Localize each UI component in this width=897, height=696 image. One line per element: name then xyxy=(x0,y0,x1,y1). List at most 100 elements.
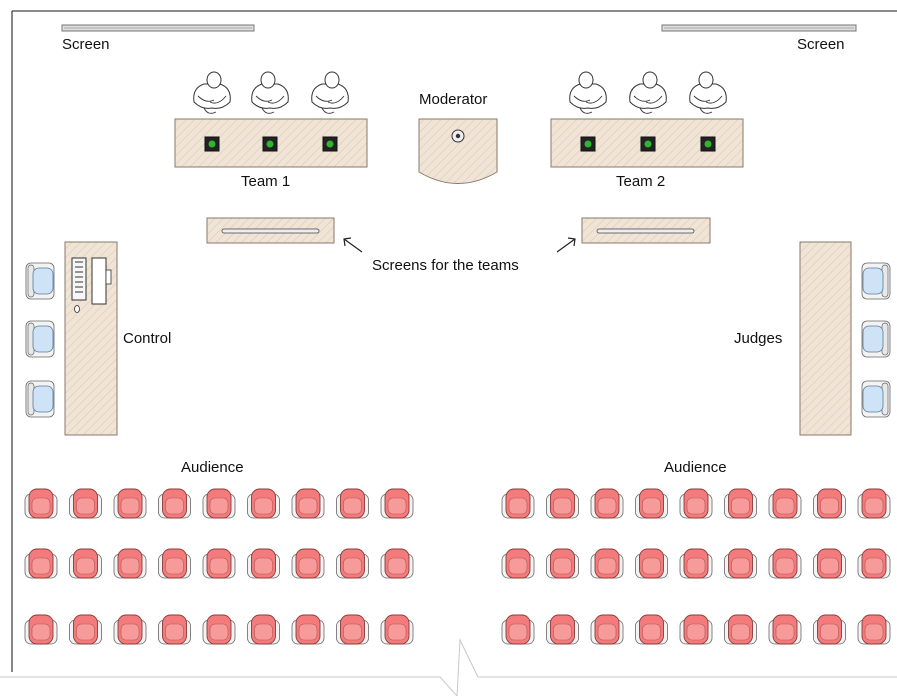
audience-seat xyxy=(291,548,325,579)
team2-buzzer-icon xyxy=(700,136,716,152)
control-label: Control xyxy=(123,330,172,347)
team-screen-right xyxy=(581,217,711,244)
team2-person-icon xyxy=(689,71,727,114)
audience-seat xyxy=(247,548,280,579)
audience-seat xyxy=(768,488,802,519)
moderator-microphone-icon xyxy=(451,129,465,143)
team2-people xyxy=(569,71,727,114)
audience-seat xyxy=(380,548,414,579)
audience-seat xyxy=(501,548,535,579)
control-chair-icon xyxy=(25,380,55,418)
control-computer-icon xyxy=(71,257,112,313)
audience-seat xyxy=(590,548,624,579)
team1-buzzers xyxy=(204,136,338,152)
audience-seat xyxy=(24,488,58,519)
audience-seating-right xyxy=(501,488,891,645)
audience-seat xyxy=(546,614,579,645)
audience-seat xyxy=(635,548,668,579)
audience-seat xyxy=(635,488,668,519)
audience-seat xyxy=(336,488,369,519)
team1-label: Team 1 xyxy=(241,173,291,190)
team2-buzzer-icon xyxy=(580,136,596,152)
audience-seat xyxy=(158,548,191,579)
audience-seat xyxy=(857,548,891,579)
audience-seat xyxy=(247,488,280,519)
audience-seat xyxy=(724,548,757,579)
audience-seat xyxy=(635,614,668,645)
team1-buzzer-icon xyxy=(322,136,338,152)
team2-label: Team 2 xyxy=(616,173,666,190)
audience-left-label: Audience xyxy=(181,459,244,476)
projection-screen-right xyxy=(661,24,857,32)
audience-seat xyxy=(24,614,58,645)
team1-buzzer-icon xyxy=(204,136,220,152)
team1-people xyxy=(193,71,349,114)
audience-seat xyxy=(768,614,802,645)
control-chair-icon xyxy=(25,320,55,358)
team1-person-icon xyxy=(311,71,349,114)
control-chairs xyxy=(25,262,55,418)
audience-seat xyxy=(590,614,624,645)
audience-seat xyxy=(679,548,713,579)
team-screen-left xyxy=(206,217,335,244)
team1-person-icon xyxy=(193,71,231,114)
judges-chair-icon xyxy=(861,262,891,300)
projection-screen-left xyxy=(61,24,255,32)
audience-seat xyxy=(158,614,191,645)
audience-seat xyxy=(590,488,624,519)
team2-buzzers xyxy=(580,136,716,152)
audience-seat xyxy=(546,488,579,519)
judges-chair-icon xyxy=(861,380,891,418)
audience-seat xyxy=(501,614,535,645)
audience-seat xyxy=(724,488,757,519)
audience-seat xyxy=(69,548,102,579)
audience-seat xyxy=(202,548,236,579)
audience-seat xyxy=(291,614,325,645)
moderator-label: Moderator xyxy=(419,91,488,108)
arrow-to-right-screen xyxy=(556,237,576,253)
judges-table xyxy=(799,241,852,436)
audience-seat xyxy=(857,614,891,645)
audience-seat xyxy=(380,614,414,645)
team2-person-icon xyxy=(569,71,607,114)
audience-right-label: Audience xyxy=(664,459,727,476)
audience-seat xyxy=(158,488,191,519)
screen-right-label: Screen xyxy=(797,36,845,53)
audience-seat xyxy=(768,548,802,579)
callout-outline xyxy=(0,638,897,696)
judges-chair-icon xyxy=(861,320,891,358)
screens-for-teams-label: Screens for the teams xyxy=(372,257,519,274)
audience-seat xyxy=(247,614,280,645)
team1-buzzer-icon xyxy=(262,136,278,152)
audience-seat xyxy=(69,488,102,519)
audience-seat xyxy=(679,614,713,645)
audience-seat xyxy=(813,548,846,579)
team2-person-icon xyxy=(629,71,667,114)
audience-seat xyxy=(113,614,147,645)
audience-seat xyxy=(724,614,757,645)
audience-seat xyxy=(546,548,579,579)
audience-seat xyxy=(202,614,236,645)
audience-seat xyxy=(202,488,236,519)
audience-seat xyxy=(336,548,369,579)
audience-seat xyxy=(857,488,891,519)
audience-seat xyxy=(291,488,325,519)
screen-left-label: Screen xyxy=(62,36,110,53)
team1-person-icon xyxy=(251,71,289,114)
audience-seat xyxy=(336,614,369,645)
audience-seat xyxy=(813,614,846,645)
audience-seat xyxy=(679,488,713,519)
control-chair-icon xyxy=(25,262,55,300)
moderator-podium xyxy=(418,118,498,184)
audience-seat xyxy=(69,614,102,645)
audience-seat xyxy=(501,488,535,519)
judges-chairs xyxy=(861,262,891,418)
team2-buzzer-icon xyxy=(640,136,656,152)
audience-seat xyxy=(813,488,846,519)
audience-seat xyxy=(24,548,58,579)
arrow-to-left-screen xyxy=(343,237,363,253)
judges-label: Judges xyxy=(734,330,783,347)
audience-seating-left xyxy=(24,488,414,645)
room-walls xyxy=(11,10,897,672)
